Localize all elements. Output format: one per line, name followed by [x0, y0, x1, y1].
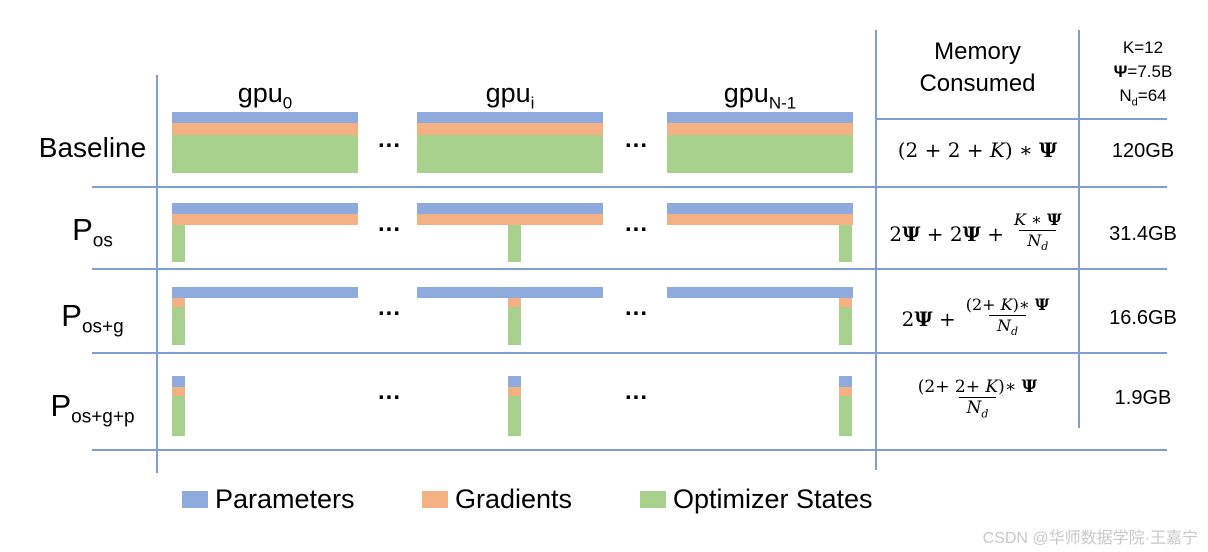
row-separator-2 [92, 268, 1167, 270]
table-vline-middle [875, 30, 877, 470]
memory-consumed-header: Memory Consumed [877, 36, 1078, 100]
legend-optimizer-states: Optimizer States [640, 484, 873, 515]
parameters-shard [172, 376, 185, 387]
watermark: CSDN @华师数据学院·王嘉宁 [982, 530, 1198, 547]
constant-nd: Nd=64 [1119, 86, 1167, 109]
formula-text: 2Ψ + 2Ψ + [889, 222, 1004, 246]
formula-text: 2Ψ + [901, 307, 956, 331]
memory-value-baseline: 120GB [1111, 140, 1175, 162]
optimizer-states-segment [667, 135, 853, 173]
optimizer-states-segment [172, 135, 358, 173]
optimizer-states-shard [508, 396, 521, 436]
constant-psi: Ψ=7.5B [1113, 62, 1173, 81]
gradients-segment [417, 123, 603, 135]
memory-header-line2: Consumed [919, 70, 1036, 97]
parameters-swatch-icon [182, 491, 208, 508]
row-label-baseline: Baseline [38, 132, 147, 163]
gradients-segment [172, 123, 358, 135]
pos-gpun1-gradients-strip [667, 214, 853, 225]
constant-k: K=12 [1122, 38, 1164, 57]
pos-gpui-optimizer-shard [508, 225, 521, 262]
posg-gpu0-parameters-strip [172, 287, 358, 298]
posgp-gpun1-bar [839, 376, 852, 436]
parameters-shard [508, 376, 521, 387]
legend-label: Gradients [455, 484, 573, 514]
pos-gpu0-parameters-strip [172, 203, 358, 214]
optimizer-states-shard [839, 396, 852, 436]
legend-gradients: Gradients [422, 484, 572, 515]
posg-gpun1-parameters-strip [667, 287, 853, 298]
row-label-posgp: Pos+g+p [50, 388, 135, 428]
pos-gpun1-parameters-strip [667, 203, 853, 214]
gpui-label: gpui [485, 78, 535, 113]
optimizer-states-swatch-icon [640, 491, 666, 508]
ellipsis: ... [625, 210, 649, 237]
gradients-shard [839, 387, 852, 396]
optimizer-states-shard [172, 396, 185, 436]
optimizer-states-segment [417, 135, 603, 173]
ellipsis: ... [625, 294, 649, 321]
posg-gpui-gradients-shard [508, 298, 521, 307]
posg-gpu0-optimizer-shard [172, 307, 185, 345]
gradients-shard [172, 387, 185, 396]
gradients-segment [667, 123, 853, 135]
fraction: K ∗ Ψ Nd [1010, 210, 1066, 257]
posg-gpun1-optimizer-shard [839, 307, 852, 345]
formula-text: (2 + 2 + K) ∗ Ψ [897, 138, 1058, 162]
parameters-segment [172, 112, 358, 123]
ellipsis: ... [378, 378, 402, 405]
formula-posgp: (2+ 2+ K)∗ Ψ Nd [877, 372, 1078, 430]
gpu0-label: gpu0 [237, 78, 293, 113]
ellipsis: ... [625, 126, 649, 153]
row-separator-4 [92, 449, 1167, 451]
ellipsis: ... [378, 210, 402, 237]
posg-gpun1-gradients-shard [839, 298, 852, 307]
legend-label: Optimizer States [673, 484, 873, 514]
row-separator-1 [92, 186, 1167, 188]
ellipsis: ... [378, 126, 402, 153]
memory-value-posgp: 1.9GB [1114, 387, 1172, 409]
baseline-gpun1-bar [667, 112, 853, 173]
constants-block: K=12 Ψ=7.5B Nd=64 [1080, 36, 1206, 114]
row-separator-3 [92, 352, 1167, 354]
baseline-gpu0-bar [172, 112, 358, 173]
gradients-shard [508, 387, 521, 396]
fraction: (2+ K)∗ Ψ Nd [962, 295, 1054, 342]
legend-label: Parameters [215, 484, 355, 514]
parameters-segment [417, 112, 603, 123]
row-label-posg: Pos+g [61, 298, 124, 338]
table-vline-right [1078, 30, 1080, 428]
posg-gpui-optimizer-shard [508, 307, 521, 345]
posgp-gpu0-bar [172, 376, 185, 436]
parameters-segment [667, 112, 853, 123]
formula-baseline: (2 + 2 + K) ∗ Ψ [877, 133, 1078, 167]
posgp-gpui-bar [508, 376, 521, 436]
formula-pos: 2Ψ + 2Ψ + K ∗ Ψ Nd [877, 205, 1078, 263]
ellipsis: ... [378, 294, 402, 321]
memory-header-line1: Memory [934, 38, 1021, 65]
table-vline-left [156, 75, 158, 473]
formula-posg: 2Ψ + (2+ K)∗ Ψ Nd [877, 290, 1078, 348]
row-label-pos: Pos [72, 212, 113, 252]
baseline-gpui-bar [417, 112, 603, 173]
memory-value-posg: 16.6GB [1109, 307, 1177, 329]
pos-gpu0-optimizer-shard [172, 225, 185, 262]
header-separator-line [875, 118, 1167, 120]
fraction: (2+ 2+ K)∗ Ψ Nd [914, 377, 1041, 424]
pos-gpu0-gradients-strip [172, 214, 358, 225]
parameters-shard [839, 376, 852, 387]
pos-gpui-gradients-strip [417, 214, 603, 225]
memory-value-pos: 31.4GB [1109, 223, 1177, 245]
pos-gpui-parameters-strip [417, 203, 603, 214]
posg-gpui-parameters-strip [417, 287, 603, 298]
ellipsis: ... [625, 378, 649, 405]
gpun1-label: gpuN-1 [723, 78, 797, 113]
legend-parameters: Parameters [182, 484, 355, 515]
posg-gpu0-gradients-shard [172, 298, 185, 307]
pos-gpun1-optimizer-shard [839, 225, 852, 262]
gradients-swatch-icon [422, 491, 448, 508]
